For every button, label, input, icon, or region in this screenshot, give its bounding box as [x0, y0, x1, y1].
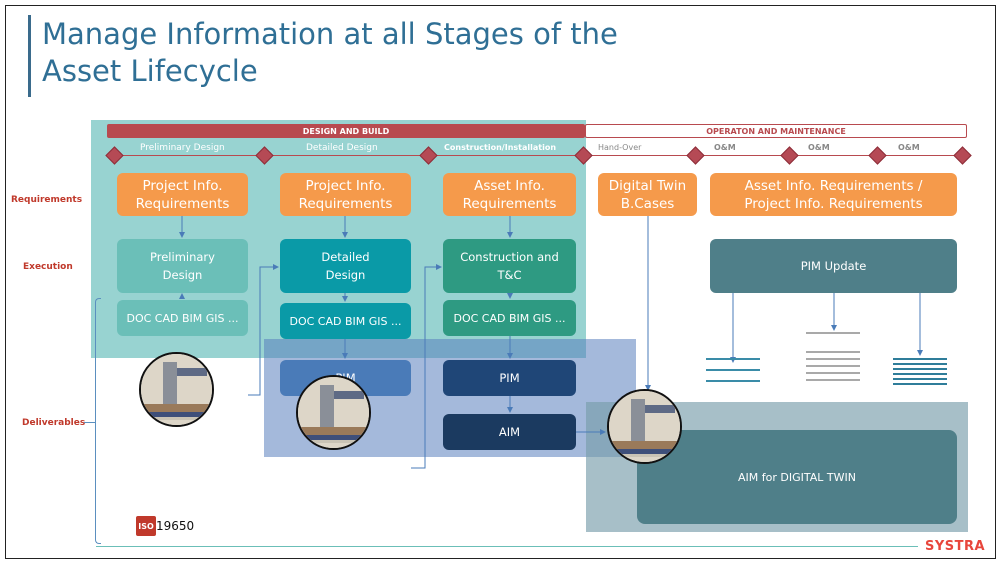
iso-logo-text: ISO: [138, 521, 154, 531]
title-line-1: Manage Information at all Stages of the: [42, 17, 618, 51]
execution-detailed-design: Detailed Design: [280, 239, 411, 293]
stage-preliminary-design: Preliminary Design: [140, 143, 225, 153]
phase-design-build-label: DESIGN AND BUILD: [302, 126, 390, 136]
stage-construction: Construction/Installation: [444, 143, 557, 152]
docs-detailed: DOC CAD BIM GIS ...: [280, 303, 411, 339]
docs-preliminary: DOC CAD BIM GIS ...: [117, 300, 248, 336]
slide-frame: [5, 5, 996, 559]
requirement-label: Digital Twin B.Cases: [608, 177, 687, 212]
station-photo-icon: [296, 375, 371, 450]
execution-label: PIM Update: [800, 259, 867, 273]
phase-operation-label: OPERATON AND MAINTENANCE: [706, 126, 846, 136]
requirement-label: Asset Info. Requirements: [462, 177, 557, 212]
requirement-asset-project-info: Asset Info. Requirements / Project Info.…: [710, 173, 957, 216]
requirement-digital-twin: Digital Twin B.Cases: [598, 173, 697, 216]
stage-hand-over: Hand-Over: [598, 143, 642, 152]
model-label: PIM: [499, 371, 520, 385]
stage-timeline: [113, 155, 963, 156]
stage-detailed-design: Detailed Design: [306, 143, 378, 153]
deliverables-bracket: [95, 298, 101, 544]
row-label-requirements: Requirements: [11, 195, 83, 205]
requirement-label: Asset Info. Requirements / Project Info.…: [744, 177, 923, 212]
docs-label: DOC CAD BIM GIS ...: [126, 311, 239, 325]
stage-om-2: O&M: [808, 143, 830, 152]
row-label-execution: Execution: [23, 262, 73, 272]
iso-number: 19650: [156, 519, 195, 533]
brand-logo: SYSTRA: [925, 539, 986, 554]
pim-construction: PIM: [443, 360, 576, 396]
station-photo-icon: [607, 389, 682, 464]
page-title: Manage Information at all Stages of the …: [42, 16, 618, 90]
aim-digital-twin: AIM for DIGITAL TWIN: [637, 430, 957, 524]
requirement-label: Project Info. Requirements: [135, 177, 230, 212]
model-label: AIM for DIGITAL TWIN: [738, 470, 856, 484]
phase-design-build: DESIGN AND BUILD: [107, 124, 585, 138]
row-label-deliverables: Deliverables: [22, 418, 86, 428]
execution-label: Preliminary Design: [150, 250, 215, 282]
iso-logo-icon: ISO: [136, 516, 156, 536]
execution-construction: Construction and T&C: [443, 239, 576, 293]
title-line-2: Asset Lifecycle: [42, 54, 258, 88]
station-photo-icon: [139, 352, 214, 427]
execution-pim-update: PIM Update: [710, 239, 957, 293]
requirement-label: Project Info. Requirements: [298, 177, 393, 212]
execution-label: Detailed Design: [321, 250, 370, 282]
title-accent-bar: [28, 15, 31, 97]
bracket-tick: [84, 422, 95, 423]
requirement-project-info-1: Project Info. Requirements: [117, 173, 248, 216]
phase-operation: OPERATON AND MAINTENANCE: [585, 124, 967, 138]
stage-om-3: O&M: [898, 143, 920, 152]
docs-label: DOC CAD BIM GIS ...: [453, 311, 566, 325]
requirement-asset-info: Asset Info. Requirements: [443, 173, 576, 216]
execution-label: Construction and T&C: [460, 250, 559, 282]
stage-om-1: O&M: [714, 143, 736, 152]
aim-box: AIM: [443, 414, 576, 450]
docs-construction: DOC CAD BIM GIS ...: [443, 300, 576, 336]
requirement-project-info-2: Project Info. Requirements: [280, 173, 411, 216]
execution-preliminary-design: Preliminary Design: [117, 239, 248, 293]
footer-line: [96, 546, 918, 547]
docs-label: DOC CAD BIM GIS ...: [289, 314, 402, 328]
model-label: AIM: [498, 425, 521, 439]
